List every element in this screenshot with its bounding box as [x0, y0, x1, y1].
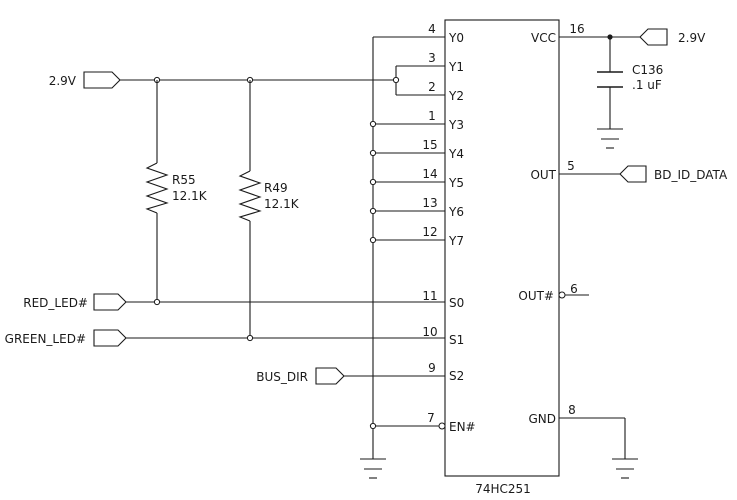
c136-ground-symbol [597, 128, 623, 149]
left-supply-label: 2.9V [49, 74, 77, 88]
pin-num-s2: 9 [428, 361, 436, 375]
right-pins [559, 36, 640, 459]
r49-resistor [238, 170, 262, 222]
pin-name-s1: S1 [449, 333, 464, 347]
pin-num-en: 7 [427, 411, 435, 425]
left-ground-symbol [360, 458, 386, 479]
pin-name-y5: Y5 [448, 176, 464, 190]
pin-num-y5: 14 [422, 167, 437, 181]
pin-num-s0: 11 [422, 289, 437, 303]
pin-name-out: OUT [530, 168, 556, 182]
red-led-label: RED_LED# [23, 296, 88, 310]
bus-dir-flag [315, 367, 345, 385]
ic-part-label: 74HC251 [475, 482, 531, 496]
red-led-flag [93, 293, 127, 311]
r55-value: 12.1K [172, 189, 208, 203]
pin-num-s1: 10 [422, 325, 437, 339]
en-inversion-bubble [438, 422, 446, 430]
pin-name-outn: OUT# [518, 289, 554, 303]
outn-inversion-bubble [558, 291, 566, 299]
pin-name-y7: Y7 [448, 234, 464, 248]
right-supply-flag [639, 28, 668, 46]
pin-num-vcc: 16 [569, 22, 584, 36]
bd-id-data-label: BD_ID_DATA [654, 168, 728, 182]
pin-num-y7: 12 [422, 225, 437, 239]
pin-num-y4: 15 [422, 138, 437, 152]
green-led-flag [93, 329, 127, 347]
pin-name-y1: Y1 [448, 60, 464, 74]
pin-name-y3: Y3 [448, 118, 464, 132]
left-pins [373, 36, 445, 427]
pin-num-out: 5 [567, 159, 575, 173]
pin-num-y1: 3 [428, 51, 436, 65]
r55-resistor [145, 162, 169, 214]
pin-num-outn: 6 [570, 282, 578, 296]
r49-value: 12.1K [264, 197, 300, 211]
bd-id-data-flag [619, 165, 647, 183]
pin-name-y4: Y4 [448, 147, 464, 161]
pin-name-s0: S0 [449, 296, 464, 310]
pin-name-vcc: VCC [531, 31, 556, 45]
r55-ref: R55 [172, 173, 196, 187]
pin-num-gnd: 8 [568, 403, 576, 417]
pin-name-y6: Y6 [448, 205, 464, 219]
left-supply-flag [83, 71, 121, 89]
pin-name-y0: Y0 [448, 31, 464, 45]
r49-ref: R49 [264, 181, 288, 195]
green-led-label: GREEN_LED# [5, 332, 86, 346]
pin-num-y0: 4 [428, 22, 436, 36]
pin-num-y2: 2 [428, 80, 436, 94]
pin-name-en: EN# [449, 420, 476, 434]
bus-dir-label: BUS_DIR [256, 370, 308, 384]
pin-name-y2: Y2 [448, 89, 464, 103]
pin-num-y6: 13 [422, 196, 437, 210]
pin-num-y3: 1 [428, 109, 436, 123]
ic-body [444, 19, 560, 477]
c136-ref: C136 [632, 63, 663, 77]
ground-rail-junctions [369, 120, 377, 430]
pin-name-s2: S2 [449, 369, 464, 383]
right-supply-label: 2.9V [678, 31, 706, 45]
pin-name-gnd: GND [528, 412, 556, 426]
c136-value: .1 uF [632, 78, 662, 92]
gnd-pin-ground-symbol [612, 458, 638, 479]
